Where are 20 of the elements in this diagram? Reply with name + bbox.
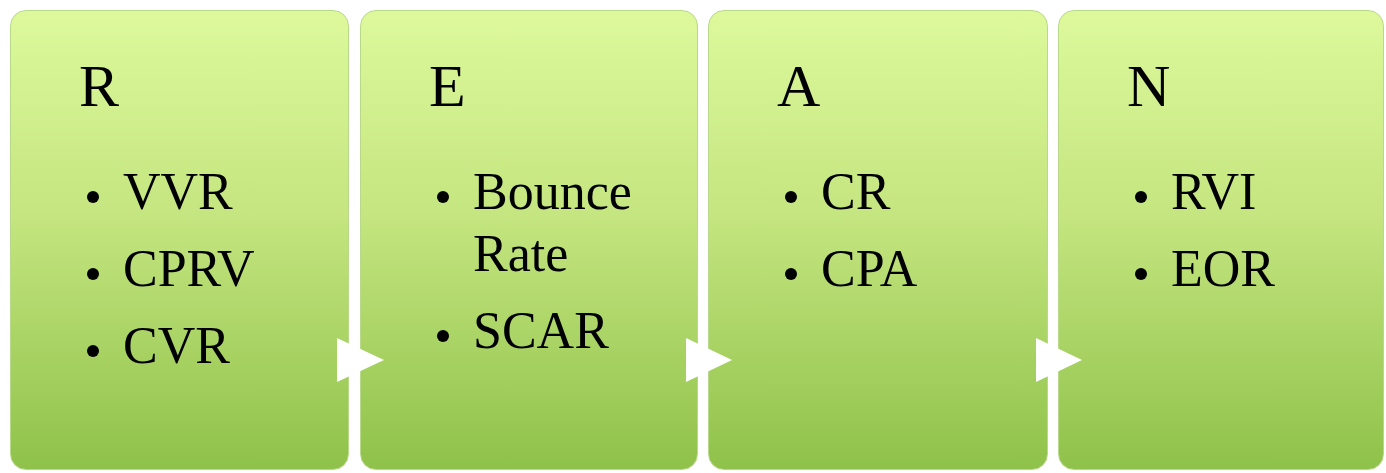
metric-item: EOR <box>1171 239 1276 299</box>
stage-box <box>1058 10 1384 470</box>
stage-heading: E <box>429 52 466 121</box>
metric-item: CR <box>821 162 892 222</box>
metric-item: RVI <box>1171 162 1258 222</box>
metric-item: CVR <box>123 316 231 376</box>
stage-box <box>708 10 1048 470</box>
arrow <box>1036 338 1082 382</box>
metric-item: CPA <box>821 239 919 299</box>
stage-heading: A <box>777 52 821 121</box>
metric-item: Bounce Rate <box>473 162 633 284</box>
arrow <box>337 338 384 382</box>
stage-heading: N <box>1127 52 1171 121</box>
stage-box <box>360 10 698 470</box>
metric-item: SCAR <box>473 301 610 361</box>
stage-heading: R <box>79 52 120 121</box>
stage-box <box>10 10 349 470</box>
arrow <box>686 338 732 382</box>
metric-item: CPRV <box>123 239 256 299</box>
metric-item: VVR <box>123 162 234 222</box>
